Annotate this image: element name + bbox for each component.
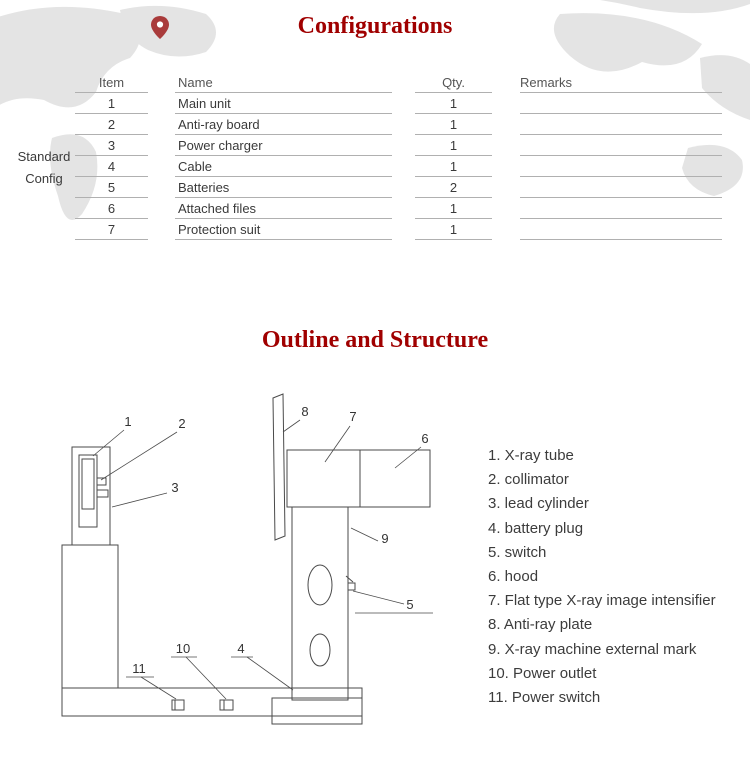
cell-item: 1 [75, 93, 148, 114]
legend-item: 10. Power outlet [488, 664, 597, 682]
legend-item: 6. hood [488, 568, 539, 586]
cell-name: Batteries [175, 177, 392, 198]
callout-11: 11 [132, 661, 146, 676]
leader-lines [92, 419, 433, 700]
parts-legend: 1. X-ray tube 2. collimator 3. lead cyli… [488, 444, 716, 710]
callout-5: 5 [406, 597, 413, 612]
legend-item: 2. collimator [488, 471, 569, 489]
callout-4: 4 [237, 641, 244, 656]
cell-qty: 2 [415, 177, 492, 198]
cell-item: 5 [75, 177, 148, 198]
cell-name: Anti-ray board [175, 114, 392, 135]
legend-item: 4. battery plug [488, 519, 584, 537]
table-row: 4 Cable 1 [75, 156, 722, 177]
cell-remarks [520, 177, 722, 198]
cell-item: 6 [75, 198, 148, 219]
callout-6: 6 [421, 431, 428, 446]
callout-1: 1 [124, 414, 131, 429]
xray-tube-housing-shape [71, 446, 111, 546]
configurations-table: Item Name Qty. Remarks 1 Main unit 1 2 A… [75, 72, 722, 240]
legend-item: 9. X-ray machine external mark [488, 640, 697, 658]
cell-qty: 1 [415, 198, 492, 219]
legend-item: 1. X-ray tube [488, 447, 574, 464]
cell-name: Attached files [175, 198, 392, 219]
cell-item: 3 [75, 135, 148, 156]
header-remarks: Remarks [520, 72, 722, 93]
left-column-shape [61, 544, 119, 689]
switch-symbol [345, 575, 356, 591]
cell-name: Power charger [175, 135, 392, 156]
table-header-row: Item Name Qty. Remarks [75, 72, 722, 93]
callout-7: 7 [349, 409, 356, 424]
cell-qty: 1 [415, 219, 492, 240]
base-shape [61, 687, 363, 717]
callout-2: 2 [178, 416, 185, 431]
callout-10: 10 [176, 641, 190, 656]
callout-labels: 1 2 3 4 5 6 7 8 9 10 11 [124, 404, 428, 676]
table-row: 3 Power charger 1 [75, 135, 722, 156]
standard-config-label-line1: Standard [17, 149, 71, 164]
table-row: 6 Attached files 1 [75, 198, 722, 219]
standard-config-label-line2: Config [25, 171, 63, 186]
cell-name: Protection suit [175, 219, 392, 240]
header-item: Item [75, 72, 148, 93]
table-row: 2 Anti-ray board 1 [75, 114, 722, 135]
cell-remarks [520, 114, 722, 135]
callout-9: 9 [381, 531, 388, 546]
cell-qty: 1 [415, 135, 492, 156]
table-row: 1 Main unit 1 [75, 93, 722, 114]
cell-item: 4 [75, 156, 148, 177]
cell-name: Cable [175, 156, 392, 177]
anti-ray-plate-shape [272, 393, 286, 541]
outline-structure-title: Outline and Structure [261, 327, 489, 353]
collimator-shape [96, 477, 107, 486]
cell-item: 7 [75, 219, 148, 240]
power-outlet-shape [219, 699, 234, 711]
cell-remarks [520, 135, 722, 156]
cell-qty: 1 [415, 156, 492, 177]
intensifier-hood-shape [286, 449, 431, 508]
callout-3: 3 [171, 480, 178, 495]
cell-remarks [520, 156, 722, 177]
header-qty: Qty. [415, 72, 492, 93]
legend-item: 7. Flat type X-ray image intensifier [488, 592, 716, 610]
cell-name: Main unit [175, 93, 392, 114]
callout-8: 8 [301, 404, 308, 419]
cell-qty: 1 [415, 114, 492, 135]
machine-body [61, 393, 431, 725]
standard-config-label: Standard Config [14, 146, 74, 190]
table-row: 5 Batteries 2 [75, 177, 722, 198]
cell-qty: 1 [415, 93, 492, 114]
header-name: Name [175, 72, 392, 93]
right-foot-shape [271, 697, 363, 725]
right-column-shape [291, 506, 349, 701]
table-row: 7 Protection suit 1 [75, 219, 722, 240]
location-pin-icon [151, 16, 169, 39]
legend-item: 5. switch [488, 543, 547, 561]
configurations-title: Configurations [297, 13, 453, 39]
outline-structure-diagram: 1 2 3 4 5 6 7 8 9 10 11 [61, 393, 433, 725]
power-switch-shape [171, 699, 185, 711]
cell-remarks [520, 219, 722, 240]
legend-item: 3. lead cylinder [488, 495, 589, 513]
legend-item: 11. Power switch [488, 689, 601, 707]
cell-remarks [520, 198, 722, 219]
cell-item: 2 [75, 114, 148, 135]
cell-remarks [520, 93, 722, 114]
legend-item: 8. Anti-ray plate [488, 616, 593, 634]
